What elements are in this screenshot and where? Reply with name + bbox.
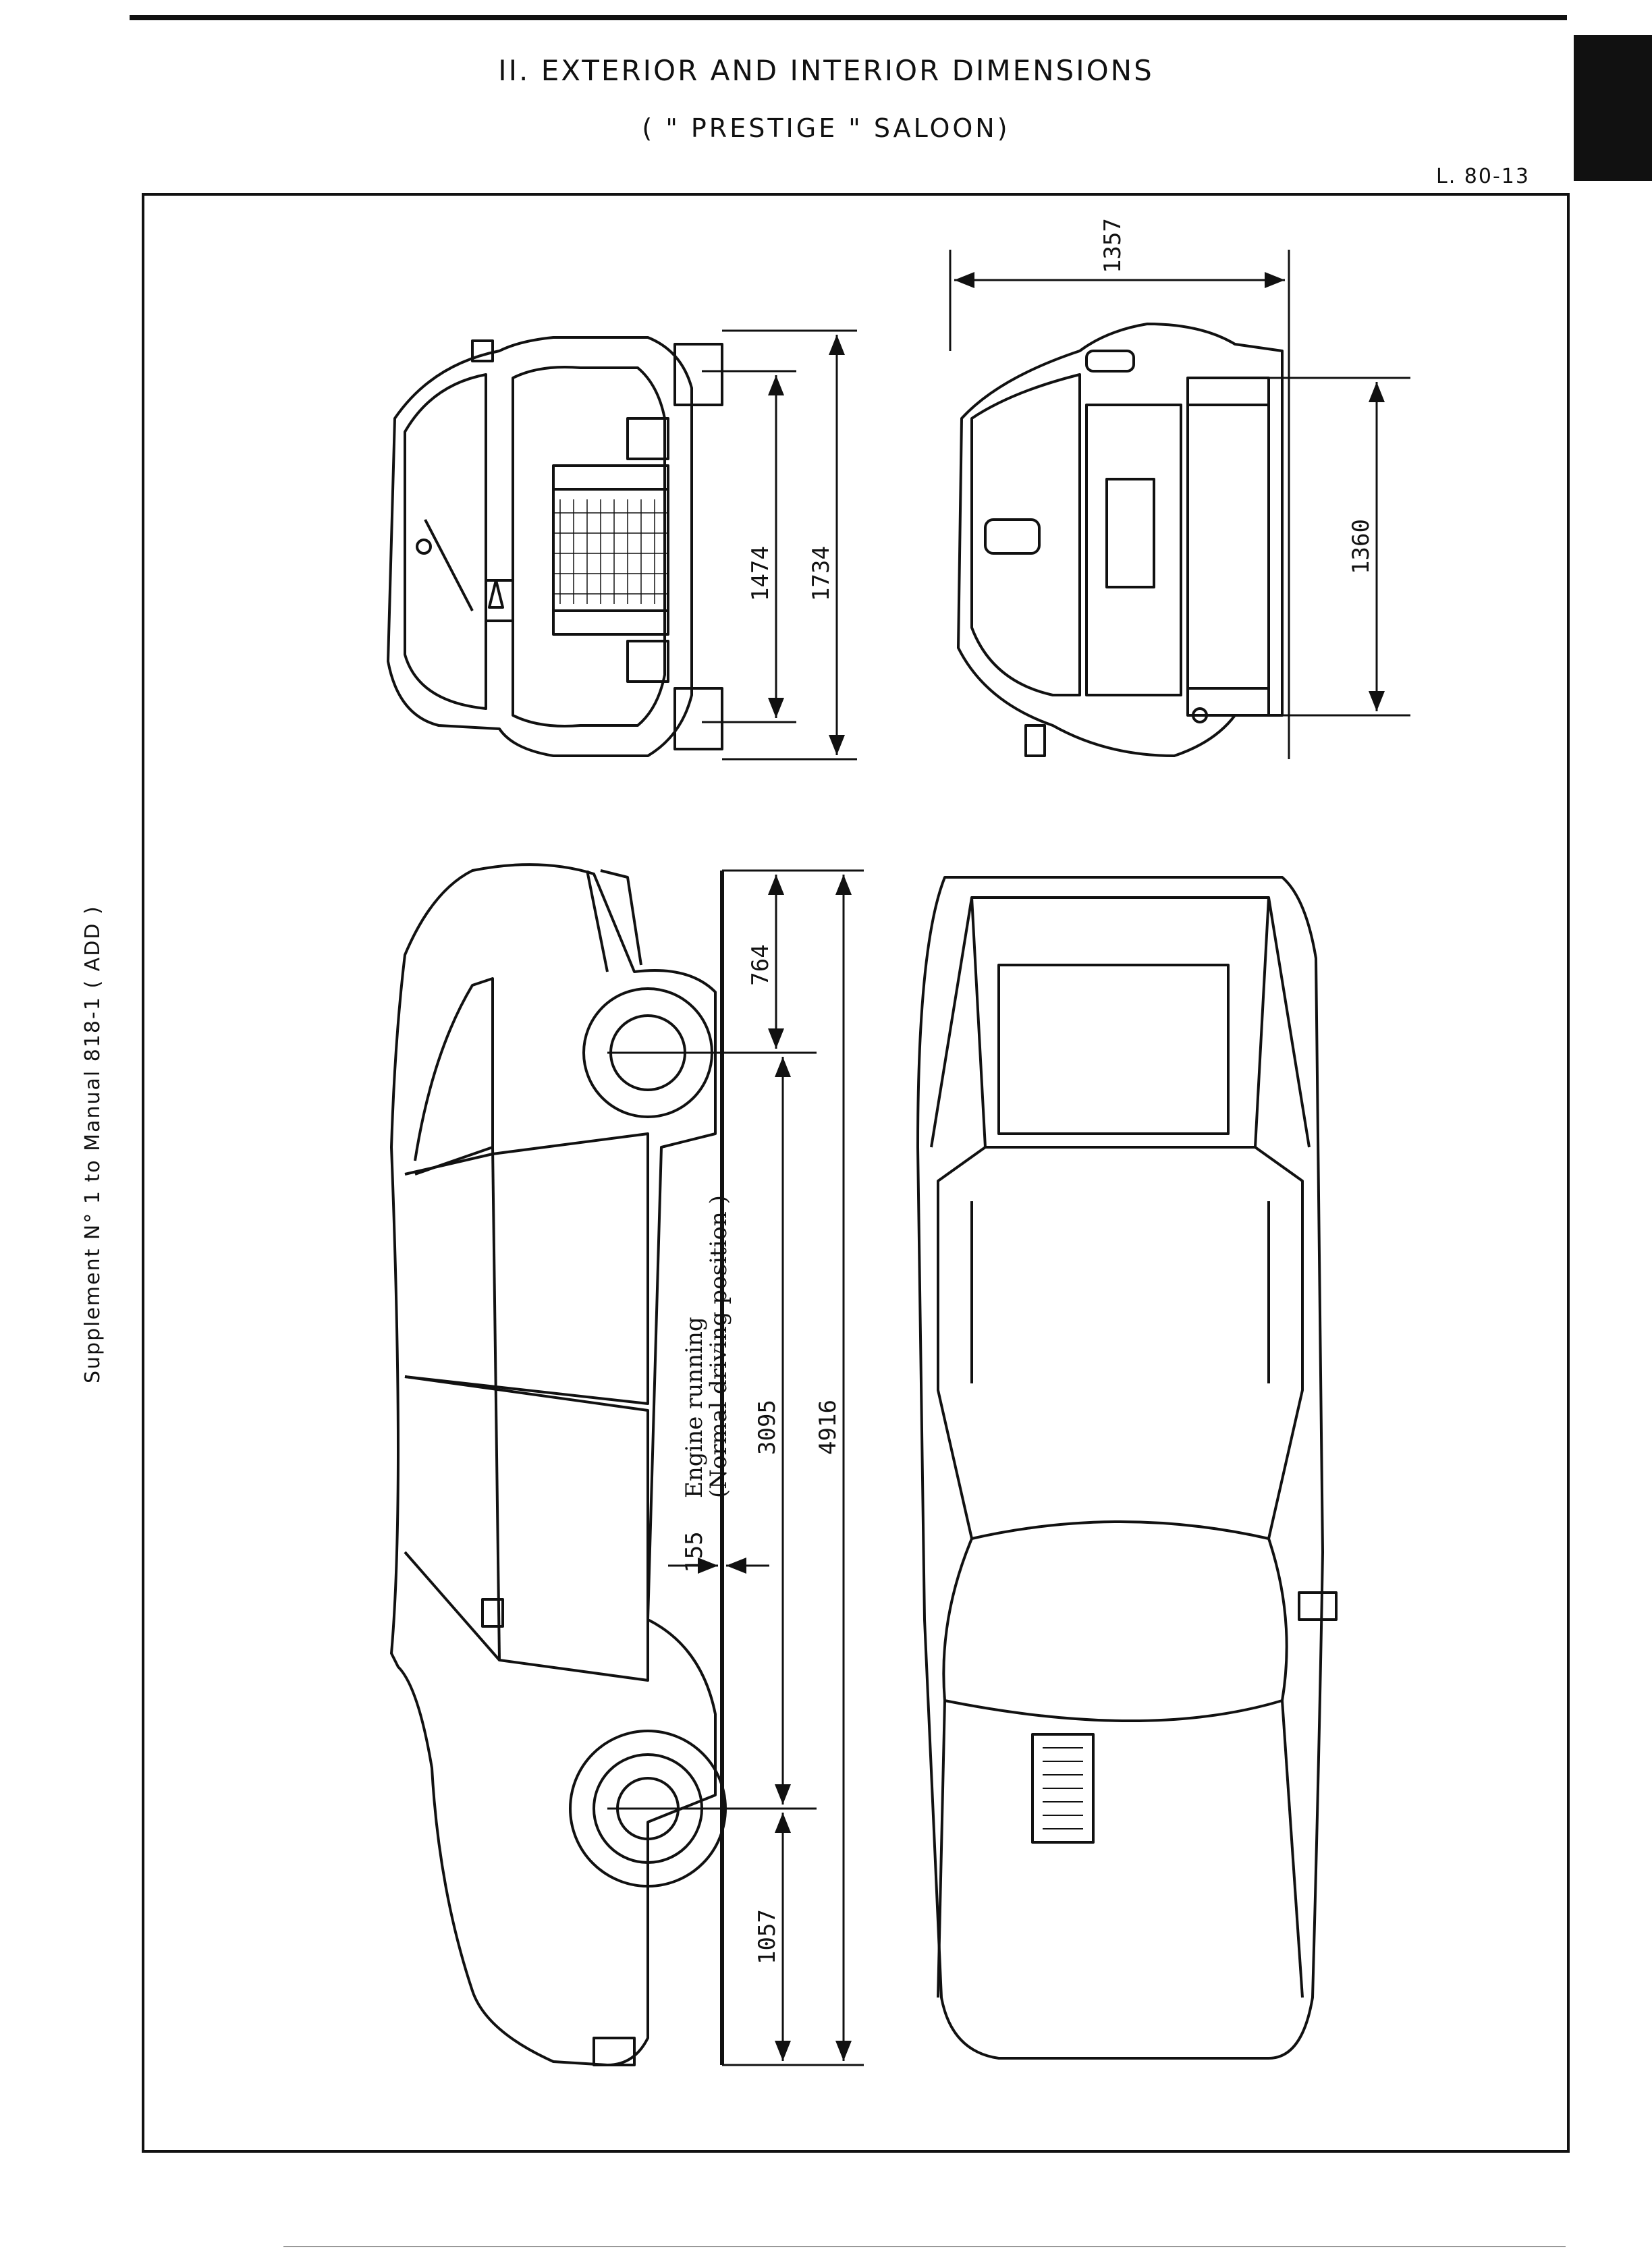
front-track-label: 1474 [747,546,774,601]
side-view [390,863,727,2066]
normal-driving-note: (Normal driving position ) [705,1195,732,1498]
page-subtitle: ( " PRESTIGE " SALOON) [642,113,1010,143]
top-view [916,876,1338,2060]
top-rule [130,15,1567,20]
side-dimension-lines [607,869,864,2066]
overall-width-label: 1734 [808,546,835,601]
engine-running-note: Engine running [681,1317,708,1498]
page-title: II. EXTERIOR AND INTERIOR DIMENSIONS [498,54,1154,87]
front-dimension-lines [702,329,857,761]
section-tab-marker [1574,35,1652,181]
bottom-rule [283,2246,1566,2247]
rear-dimension-lines [949,250,1410,759]
ground-clearance-label: 155 [681,1531,708,1572]
overall-length-label: 4916 [815,1400,842,1455]
wheelbase-label: 3095 [754,1400,781,1455]
front-overhang-label: 764 [747,944,774,985]
rear-track-label: 1360 [1348,519,1375,574]
front-view [387,336,723,757]
front-view-grille-hatch [553,499,668,604]
top-view-vent-hatch [1043,1747,1083,1829]
rear-overhang-label: 1057 [754,1909,781,1964]
rear-view [957,323,1284,757]
figure-reference: L. 80-13 [1436,165,1530,188]
drawing-frame [142,193,1570,2153]
roof-width-label: 1357 [1099,218,1126,273]
